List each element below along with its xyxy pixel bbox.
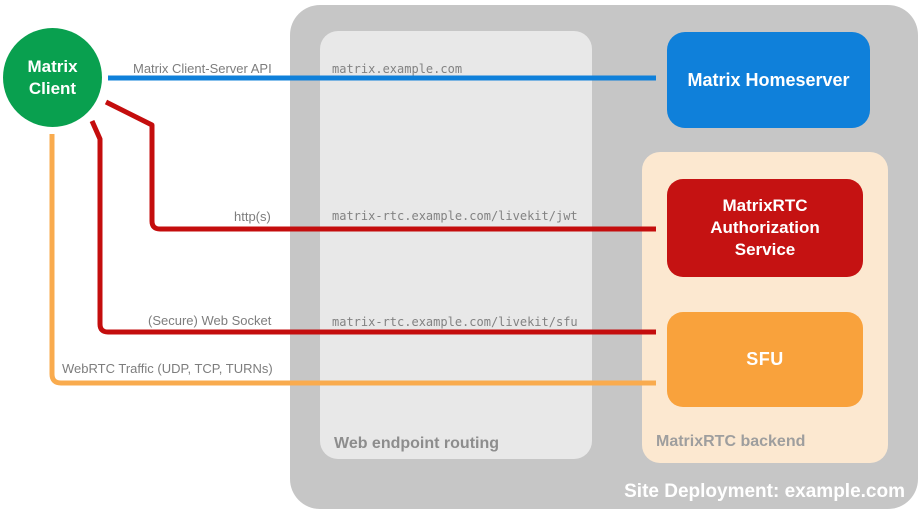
endpoint-livekit-jwt: matrix-rtc.example.com/livekit/jwt <box>332 209 578 223</box>
websocket-arrow-label: (Secure) Web Socket <box>148 313 272 328</box>
matrixrtc-authorization-service-label: MatrixRTC Authorization Service <box>710 195 820 260</box>
sfu-label: SFU <box>746 349 784 369</box>
matrix-homeserver-label: Matrix Homeserver <box>687 69 850 90</box>
endpoint-matrix-example-com: matrix.example.com <box>332 62 463 76</box>
webrtc-traffic-arrow-label: WebRTC Traffic (UDP, TCP, TURNs) <box>62 361 273 376</box>
matrix-client-label: Matrix Client <box>27 57 78 98</box>
client-server-api-arrow-label: Matrix Client-Server API <box>133 61 272 76</box>
site-deployment-label: Site Deployment: example.com <box>624 481 905 502</box>
matrixrtc-backend-label: MatrixRTC backend <box>656 433 806 450</box>
matrix-homeserver-node: Matrix Homeserver <box>667 32 870 128</box>
endpoint-livekit-sfu: matrix-rtc.example.com/livekit/sfu <box>332 315 578 329</box>
web-endpoint-routing-panel: Web endpoint routing <box>320 31 592 459</box>
matrixrtc-authorization-service-node: MatrixRTC Authorization Service <box>667 179 863 277</box>
matrix-client-node: Matrix Client <box>3 28 102 127</box>
web-endpoint-routing-label: Web endpoint routing <box>334 435 500 452</box>
sfu-node: SFU <box>667 312 863 407</box>
http-arrow-label: http(s) <box>234 209 271 224</box>
